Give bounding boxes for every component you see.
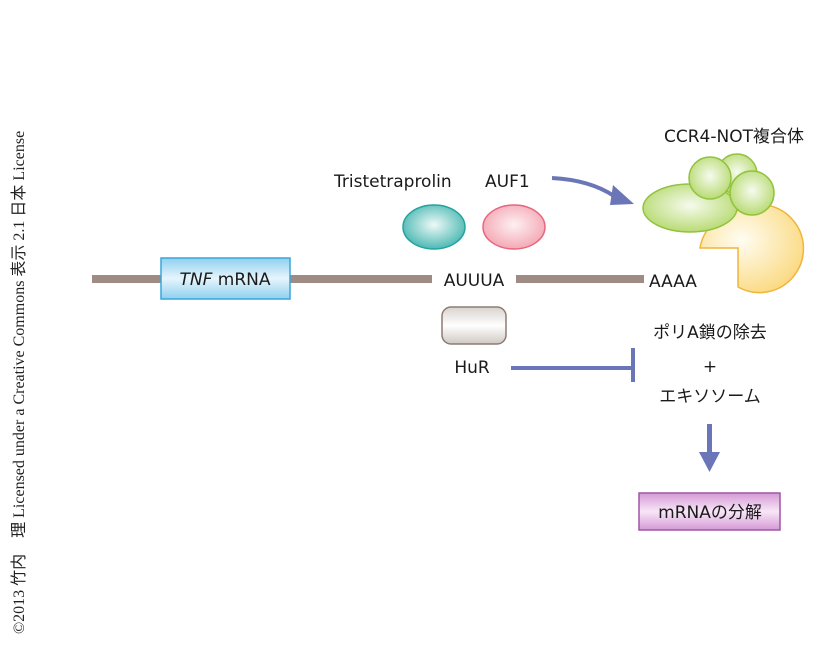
mrna-degradation-box: mRNAの分解 <box>638 492 781 531</box>
polya-label: AAAA <box>649 272 697 292</box>
ccr4-not-complex <box>642 153 805 294</box>
svg-text:TNF mRNA: TNF mRNA <box>179 270 270 290</box>
auf1-protein <box>482 204 546 250</box>
are-label: AUUUA <box>444 271 505 291</box>
tnf-mrna-box: TNF mRNA <box>160 257 291 300</box>
plus-sign: + <box>703 357 717 377</box>
inhibition-arrow <box>511 348 635 382</box>
mrna-degradation-label: mRNAの分解 <box>658 503 762 523</box>
mrna-label: mRNA <box>212 270 270 290</box>
copyright-credit: ©2013 竹内 理 Licensed under a Creative Com… <box>10 131 28 634</box>
deadenylation-label: ポリA鎖の除去 <box>653 323 767 343</box>
degradation-arrow <box>699 424 720 472</box>
exosome-label: エキソソーム <box>659 387 761 407</box>
ccr4-not-label: CCR4-NOT複合体 <box>664 127 804 147</box>
auf1-label: AUF1 <box>485 172 530 192</box>
hur-protein <box>441 306 507 345</box>
tristetraprolin-protein <box>402 204 466 250</box>
recruit-arrow <box>551 176 634 205</box>
mrna-strand <box>92 275 644 283</box>
deadenylase-subunit <box>699 203 805 294</box>
tristetraprolin-label: Tristetraprolin <box>333 172 452 192</box>
tnf-gene-label: TNF <box>179 270 212 290</box>
hur-label: HuR <box>454 358 490 378</box>
